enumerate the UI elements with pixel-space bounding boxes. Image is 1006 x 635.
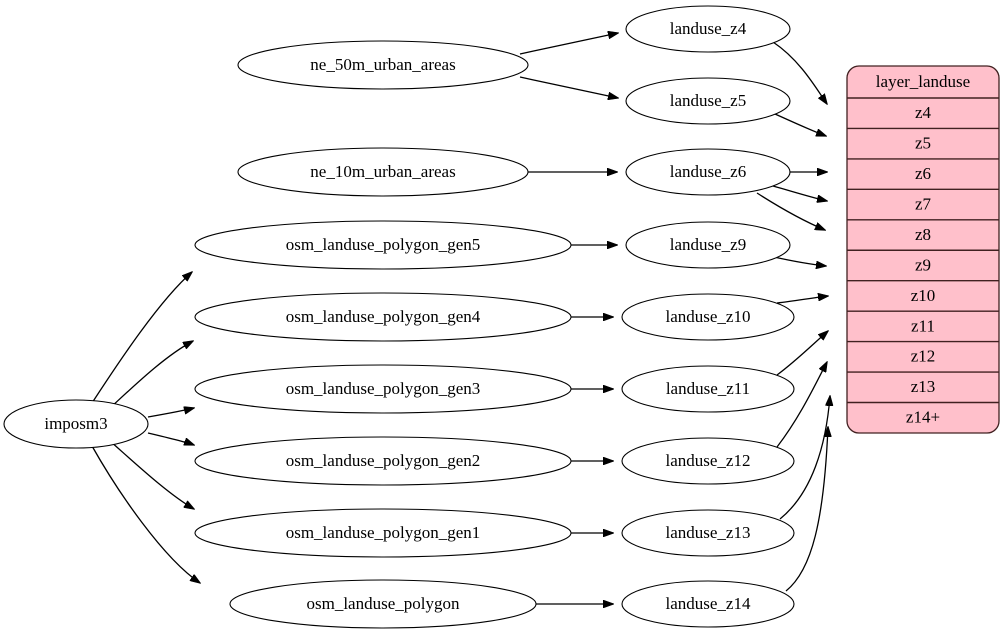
layer-table-row-z13[interactable]: z13 bbox=[847, 372, 999, 402]
landuse-node-landuse_z9[interactable]: landuse_z9 bbox=[625, 221, 791, 269]
edge-ne_50m_urban_areas-to-landuse_z4 bbox=[519, 33, 618, 55]
node-ellipse[interactable] bbox=[625, 5, 791, 53]
node-ellipse[interactable] bbox=[621, 580, 795, 628]
landuse-node-landuse_z5[interactable]: landuse_z5 bbox=[625, 77, 791, 125]
edge-landuse_z12-to-z12 bbox=[776, 362, 827, 448]
edge-landuse_z9-to-z9 bbox=[773, 256, 826, 266]
layer-table-row-z11[interactable]: z11 bbox=[847, 311, 999, 341]
edge-landuse_z4-to-z4 bbox=[772, 41, 827, 104]
landuse-node-landuse_z13[interactable]: landuse_z13 bbox=[621, 509, 795, 557]
edge-landuse_z14-to-z14+ bbox=[785, 427, 828, 592]
landuse-node-landuse_z14[interactable]: landuse_z14 bbox=[621, 580, 795, 628]
layer-table-row-z6[interactable]: z6 bbox=[847, 159, 999, 189]
osm-node-osm_landuse_polygon_gen5[interactable]: osm_landuse_polygon_gen5 bbox=[194, 220, 572, 270]
layer-table-row-z7[interactable]: z7 bbox=[847, 189, 999, 219]
nodes-layer: imposm3 ne_50m_urban_areas ne_10m_urban_ar… bbox=[3, 5, 795, 629]
node-ellipse[interactable] bbox=[194, 220, 572, 270]
layer-table-row-z5[interactable]: z5 bbox=[847, 128, 999, 158]
node-ellipse[interactable] bbox=[621, 365, 795, 413]
edge-imposm3-to-osm_landuse_polygon_gen3 bbox=[147, 408, 194, 418]
node-ellipse[interactable] bbox=[194, 436, 572, 486]
row-hit-area[interactable] bbox=[847, 189, 999, 219]
osm-node-osm_landuse_polygon_gen2[interactable]: osm_landuse_polygon_gen2 bbox=[194, 436, 572, 486]
node-ellipse[interactable] bbox=[621, 509, 795, 557]
node-ellipse[interactable] bbox=[194, 508, 572, 558]
edge-landuse_z13-to-z13 bbox=[779, 396, 830, 520]
edge-imposm3-to-osm_landuse_polygon_gen1 bbox=[109, 440, 194, 509]
layer-table-row-z12[interactable]: z12 bbox=[847, 342, 999, 372]
row-hit-area[interactable] bbox=[847, 128, 999, 158]
natural-earth-node-ne_10m_urban_areas[interactable]: ne_10m_urban_areas bbox=[237, 147, 529, 197]
node-ellipse[interactable] bbox=[237, 40, 529, 90]
node-ellipse[interactable] bbox=[229, 579, 537, 629]
osm-node-osm_landuse_polygon[interactable]: osm_landuse_polygon bbox=[229, 579, 537, 629]
landuse-node-landuse_z10[interactable]: landuse_z10 bbox=[621, 293, 795, 341]
node-ellipse[interactable] bbox=[621, 437, 795, 485]
node-ellipse[interactable] bbox=[194, 292, 572, 342]
edge-ne_50m_urban_areas-to-landuse_z5 bbox=[519, 76, 618, 98]
landuse-node-landuse_z4[interactable]: landuse_z4 bbox=[625, 5, 791, 53]
edge-landuse_z6-to-z7 bbox=[772, 185, 827, 201]
source-node-imposm3[interactable]: imposm3 bbox=[3, 399, 149, 449]
edge-imposm3-to-osm_landuse_polygon_gen2 bbox=[147, 432, 194, 445]
row-hit-area[interactable] bbox=[847, 403, 999, 433]
osm-node-osm_landuse_polygon_gen4[interactable]: osm_landuse_polygon_gen4 bbox=[194, 292, 572, 342]
landuse-node-landuse_z11[interactable]: landuse_z11 bbox=[621, 365, 795, 413]
layer-table-row-z10[interactable]: z10 bbox=[847, 281, 999, 311]
edges-layer bbox=[91, 33, 830, 604]
row-hit-area[interactable] bbox=[847, 372, 999, 402]
landuse-node-landuse_z12[interactable]: landuse_z12 bbox=[621, 437, 795, 485]
row-hit-area[interactable] bbox=[847, 220, 999, 250]
natural-earth-node-ne_50m_urban_areas[interactable]: ne_50m_urban_areas bbox=[237, 40, 529, 90]
layer-table-row-z14+[interactable]: z14+ bbox=[847, 403, 999, 433]
osm-node-osm_landuse_polygon_gen1[interactable]: osm_landuse_polygon_gen1 bbox=[194, 508, 572, 558]
edge-imposm3-to-osm_landuse_polygon_gen4 bbox=[109, 341, 193, 409]
edge-imposm3-to-osm_landuse_polygon_gen5 bbox=[91, 272, 192, 404]
row-hit-area[interactable] bbox=[847, 342, 999, 372]
row-hit-area[interactable] bbox=[847, 311, 999, 341]
node-ellipse[interactable] bbox=[625, 148, 791, 196]
node-ellipse[interactable] bbox=[621, 293, 795, 341]
layer-landuse-table[interactable]: layer_landusez4z5z6z7z8z9z10z11z12z13z14… bbox=[846, 65, 1000, 434]
row-hit-area[interactable] bbox=[847, 250, 999, 280]
edge-landuse_z10-to-z10 bbox=[776, 296, 828, 304]
edge-imposm3-to-osm_landuse_polygon bbox=[91, 445, 200, 583]
edge-landuse_z11-to-z11 bbox=[776, 331, 828, 376]
node-ellipse[interactable] bbox=[625, 221, 791, 269]
row-hit-area[interactable] bbox=[847, 281, 999, 311]
node-ellipse[interactable] bbox=[625, 77, 791, 125]
node-ellipse[interactable] bbox=[3, 399, 149, 449]
edge-landuse_z6-to-z8 bbox=[756, 192, 825, 230]
layer-table-row-z9[interactable]: z9 bbox=[847, 250, 999, 280]
row-hit-area[interactable] bbox=[847, 159, 999, 189]
osm-node-osm_landuse_polygon_gen3[interactable]: osm_landuse_polygon_gen3 bbox=[194, 364, 572, 414]
layer-table-row-z8[interactable]: z8 bbox=[847, 220, 999, 250]
node-ellipse[interactable] bbox=[194, 364, 572, 414]
node-ellipse[interactable] bbox=[237, 147, 529, 197]
landuse-node-landuse_z6[interactable]: landuse_z6 bbox=[625, 148, 791, 196]
layer-table-row-z4[interactable]: z4 bbox=[847, 98, 999, 128]
row-hit-area[interactable] bbox=[847, 98, 999, 128]
edge-landuse_z5-to-z5 bbox=[774, 113, 826, 136]
